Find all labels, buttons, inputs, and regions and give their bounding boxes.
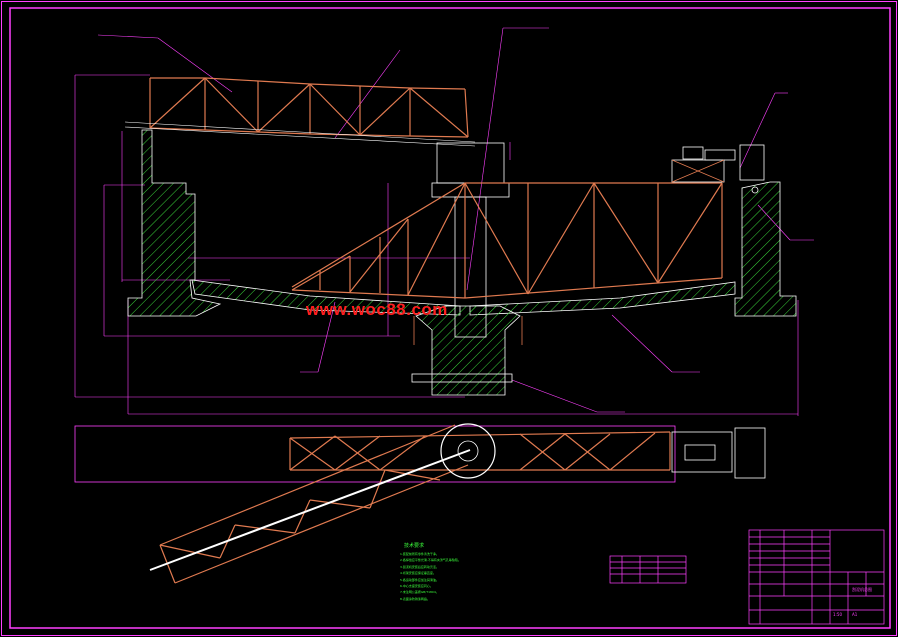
notes-line: 2.各焊缝应平整光滑,不得有夹渣气孔等缺陷。	[400, 558, 461, 563]
left-wall	[127, 129, 222, 317]
center-column	[411, 142, 523, 383]
notes-line: 6.中心支座安装应同心。	[400, 584, 433, 589]
notes-title: 技术要求	[404, 543, 425, 549]
title-block-scale: 1:50	[833, 612, 842, 617]
right-wall	[734, 181, 797, 317]
notes-line: 5.各运动部件应加注润滑油。	[400, 577, 439, 582]
notes-line: 4.桁架安装应保证垂直度。	[400, 571, 436, 576]
tank-walls	[127, 129, 797, 396]
plan-walkway	[74, 425, 676, 483]
scraper-truss-left	[291, 182, 466, 299]
notes-line: 8.表面涂防锈漆两遍。	[400, 596, 430, 601]
technical-notes: 技术要求 1.装配前所有零件清洗干净。 2.各焊缝应平整光滑,不得有夹渣气孔等缺…	[400, 542, 520, 602]
drive-unit	[671, 144, 765, 194]
title-block-sheet: A1	[852, 612, 858, 617]
plan-view	[74, 423, 766, 584]
parts-table	[609, 555, 687, 584]
notes-line: 3.刮泥机安装后应转动灵活。	[400, 564, 439, 569]
notes-line: 1.装配前所有零件清洗干净。	[400, 552, 439, 556]
plan-center-drum	[440, 423, 496, 479]
notes-line: 7.未注明公差按GB/T1804。	[400, 590, 439, 595]
center-pier	[415, 305, 521, 396]
scraper-truss-right	[464, 182, 723, 299]
dimension-lines	[74, 27, 814, 416]
title-block-drawing-name: 刮泥机总图	[852, 587, 872, 592]
title-block	[748, 529, 885, 625]
walkway-bridge-truss	[124, 77, 476, 147]
watermark-text: www.woc88.com	[306, 300, 448, 319]
